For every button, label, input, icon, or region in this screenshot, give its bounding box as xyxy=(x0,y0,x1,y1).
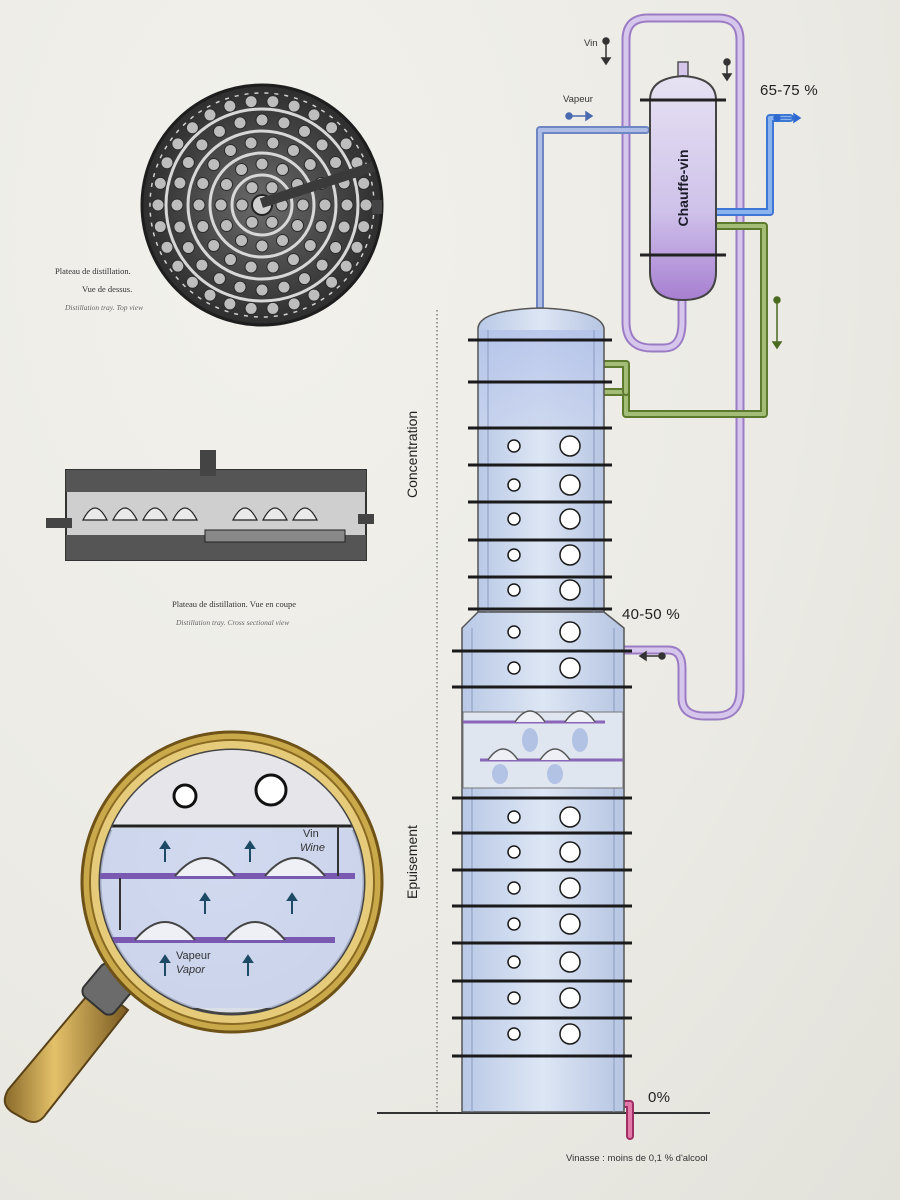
distillation-column xyxy=(452,307,632,1113)
tray-section-caption-en: Distillation tray. Cross sectional view xyxy=(175,618,289,627)
tray-top-caption-en: Distillation tray. Top view xyxy=(64,303,143,312)
down-arrow-icon xyxy=(721,58,733,82)
tray-section-caption-fr: Plateau de distillation. Vue en coupe xyxy=(172,599,296,609)
down-arrow-icon xyxy=(600,37,612,66)
left-arrow-icon xyxy=(638,650,666,662)
down-arrow-icon xyxy=(771,296,783,350)
pipes xyxy=(536,13,794,1140)
tray-top-caption-fr-1: Plateau de distillation. xyxy=(55,266,131,276)
zone-concentration-label: Concentration xyxy=(404,410,420,498)
pct-bottom-label: 0% xyxy=(648,1089,671,1106)
right-arrow-icon xyxy=(565,110,594,122)
tray-top-caption-fr-2: Vue de dessus. xyxy=(82,284,132,294)
zone-epuisement-label: Epuisement xyxy=(404,825,420,899)
tray-section-illustration xyxy=(46,450,374,561)
magnifier-vin-label: Vin xyxy=(303,828,319,840)
magnifier-wine-label: Wine xyxy=(300,842,325,854)
magnifier-vapeur-label: Vapeur xyxy=(176,950,211,962)
pct-top-label: 65-75 % xyxy=(760,82,818,99)
magnifier xyxy=(3,730,384,1123)
magnifier-vapor-label: Vapor xyxy=(176,964,205,976)
vin-label: Vin xyxy=(584,38,598,49)
pct-mid-label: 40-50 % xyxy=(622,606,680,623)
chauffe-vin-vessel xyxy=(640,61,726,302)
vinasse-label: Vinasse : moins de 0,1 % d'alcool xyxy=(566,1153,708,1164)
tray-top-view-illustration xyxy=(140,83,384,327)
right-arrow-icon xyxy=(773,112,802,124)
chauffe-vin-label: Chauffe-vin xyxy=(675,149,691,227)
vapeur-label: Vapeur xyxy=(563,94,593,105)
